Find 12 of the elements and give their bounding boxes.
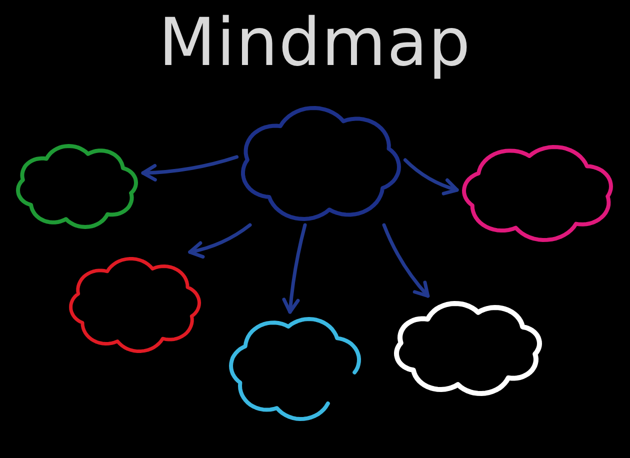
arrow — [282, 223, 307, 314]
arrow — [403, 158, 459, 196]
arrow — [141, 155, 239, 182]
cloud-shape — [393, 300, 543, 397]
cloud-shape — [461, 144, 614, 243]
cloud-shape — [68, 256, 202, 354]
arrow — [382, 223, 430, 298]
cloud-shape — [240, 105, 402, 222]
arrow — [188, 223, 252, 258]
cloud-shape — [15, 143, 139, 230]
cloud-shape — [228, 316, 362, 422]
title: Mindmap — [158, 3, 472, 83]
